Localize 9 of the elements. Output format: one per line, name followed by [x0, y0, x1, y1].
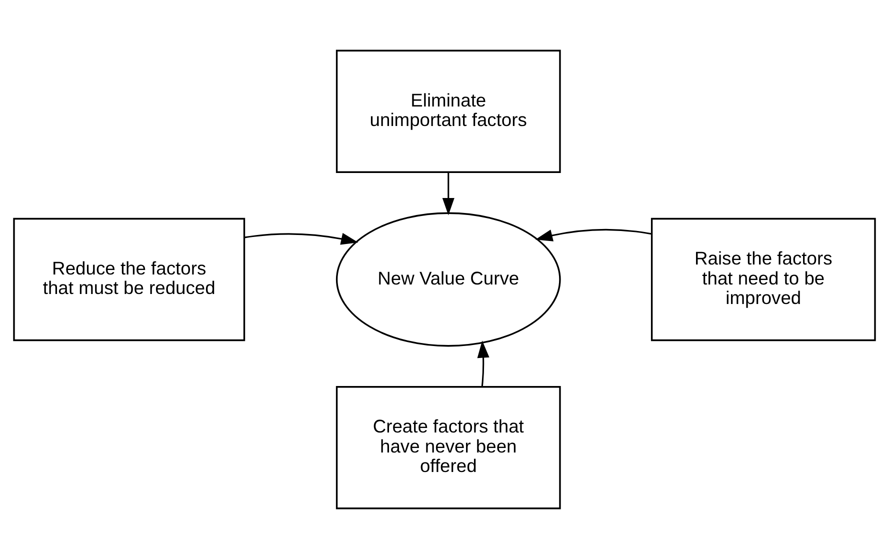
- node-box: Reduce the factors that must be reduced: [13, 217, 246, 341]
- node-box: Create factors that have never been offered: [336, 386, 561, 509]
- arrow: [244, 232, 358, 244]
- node-ellipse: New Value Curve: [336, 212, 561, 346]
- arrow: [477, 340, 490, 386]
- arrow: [442, 172, 454, 215]
- node-box: Eliminate unimportant factors: [336, 49, 561, 172]
- arrow: [535, 228, 652, 241]
- node-box: Raise the factors that need to be improved: [650, 217, 876, 341]
